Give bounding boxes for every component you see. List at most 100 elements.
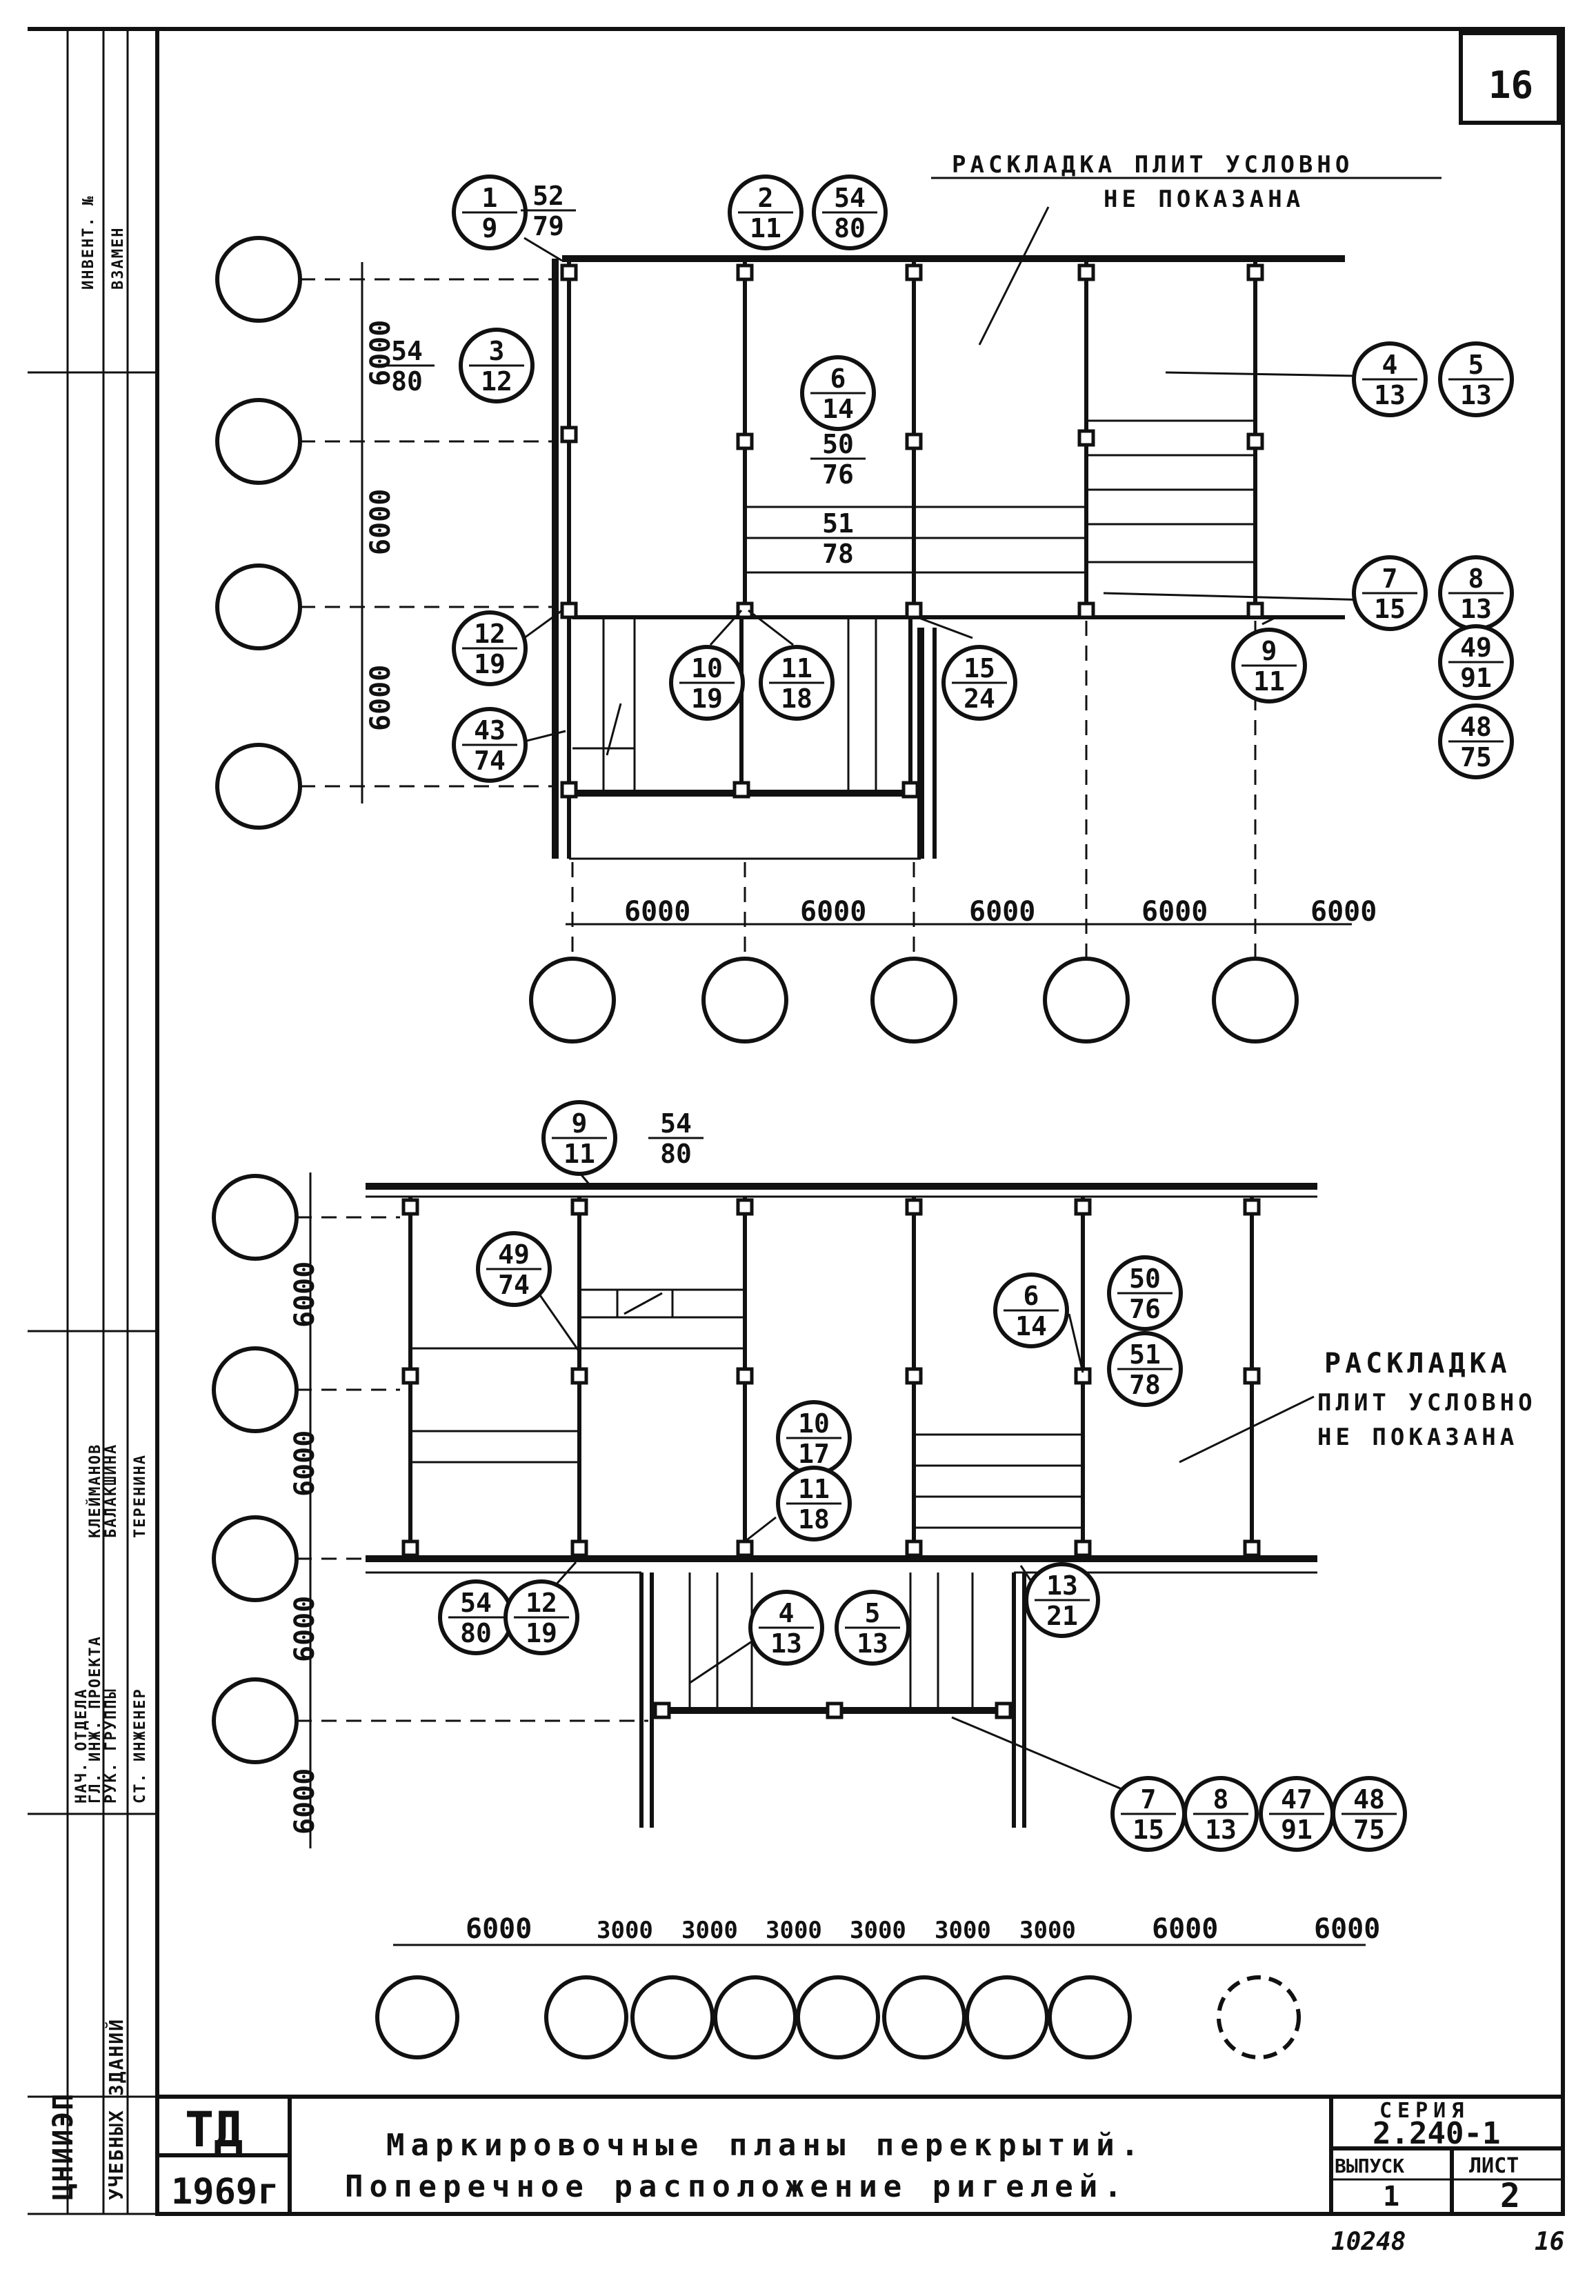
- signature-role-3: РУК. ГРУППЫ: [103, 1688, 120, 1804]
- plan2-note-line3: НЕ ПОКАЗАНА: [1317, 1424, 1518, 1451]
- mark-bottom: 74: [498, 1270, 530, 1300]
- mark-top: 5: [865, 1598, 881, 1628]
- sheet-label: ЛИСТ: [1469, 2154, 1519, 2178]
- mark-top: 8: [1213, 1784, 1229, 1815]
- mark-bottom: 15: [1374, 594, 1406, 624]
- plan1-vdim-3: 6000: [365, 665, 397, 731]
- mark-bottom: 13: [770, 1628, 802, 1659]
- mark-top: 6: [1024, 1281, 1039, 1311]
- mark-top: 54: [460, 1588, 492, 1618]
- mark-bottom: 13: [1460, 380, 1492, 410]
- plan2-hdim-3: 3000: [681, 1917, 738, 1944]
- mark-bottom: 79: [532, 211, 564, 241]
- plan1-mark: 614: [800, 355, 876, 431]
- plan2-hdim-5: 3000: [850, 1917, 906, 1944]
- stamp-td: ТД: [185, 2102, 243, 2158]
- mark-top: 47: [1281, 1784, 1313, 1815]
- mark-top: 7: [1141, 1784, 1157, 1815]
- plan1-note-line1: РАСКЛАДКА ПЛИТ УСЛОВНО: [952, 151, 1353, 179]
- plan-1: 6000 6000 6000 6000 6000 6000 6000 6000 …: [215, 151, 1442, 1044]
- plan2-mark: 413: [748, 1590, 824, 1666]
- plan1-mark: 211: [728, 174, 804, 250]
- mark-top: 8: [1468, 563, 1484, 594]
- mark-bottom: 75: [1460, 742, 1492, 772]
- plan1-mark: 312: [459, 328, 535, 403]
- mark-top: 48: [1460, 712, 1492, 742]
- plan2-mark: 813: [1183, 1776, 1259, 1852]
- mark-bottom: 13: [857, 1628, 888, 1659]
- mark-bottom: 11: [1253, 666, 1285, 697]
- mark-bottom: 75: [1353, 1815, 1385, 1845]
- plan2-hdim-9: 6000: [1314, 1913, 1380, 1945]
- mark-bottom: 74: [474, 746, 506, 776]
- mark-bottom: 14: [1015, 1311, 1047, 1341]
- plan1-hdim-5: 6000: [1310, 896, 1377, 928]
- mark-bottom: 19: [691, 683, 723, 714]
- plan1-mark: 715: [1352, 555, 1428, 631]
- mark-bottom: 24: [964, 683, 995, 714]
- mark-bottom: 78: [1129, 1370, 1161, 1400]
- mark-bottom: 80: [660, 1139, 692, 1169]
- plan2-hdim-7: 3000: [1019, 1917, 1076, 1944]
- signature-name-3: БАЛАКШИНА: [103, 1444, 120, 1538]
- side-category: УЧЕБНЫХ ЗДАНИЙ: [104, 2018, 128, 2200]
- mark-top: 52: [532, 181, 564, 211]
- sheet-frame: [28, 27, 1565, 2216]
- plan2-vdim-1: 6000: [289, 1261, 321, 1328]
- sheet-title-line2: Поперечное расположение ригелей.: [345, 2169, 1128, 2204]
- signature-role-1: НАЧ. ОТДЕЛА: [73, 1688, 90, 1804]
- mark-bottom: 80: [391, 366, 423, 397]
- mark-bottom: 11: [563, 1139, 595, 1169]
- plan2-hdim-6: 3000: [935, 1917, 991, 1944]
- plan1-vdim-1: 6000: [365, 320, 397, 386]
- mark-bottom: 17: [798, 1439, 830, 1469]
- issue-value: 1: [1383, 2181, 1399, 2213]
- mark-bottom: 15: [1133, 1815, 1164, 1845]
- mark-bottom: 76: [1129, 1294, 1161, 1324]
- mark-bottom: 12: [481, 366, 512, 397]
- signature-name-4: ТЕРЕНИНА: [132, 1454, 149, 1538]
- sheet-title-line1: Маркировочные планы перекрытий.: [386, 2128, 1145, 2163]
- plan1-mark: 413: [1352, 341, 1428, 417]
- mark-top: 51: [822, 508, 854, 539]
- mark-top: 2: [758, 183, 774, 213]
- mark-bottom: 9: [482, 213, 498, 243]
- mark-top: 11: [781, 653, 812, 683]
- plan1-vdim-2: 6000: [365, 489, 397, 555]
- mark-top: 13: [1046, 1570, 1078, 1601]
- mark-top: 49: [498, 1239, 530, 1270]
- mark-bottom: 11: [750, 213, 781, 243]
- mark-top: 49: [1460, 632, 1492, 663]
- mark-top: 4: [779, 1598, 795, 1628]
- series-value: 2.240-1: [1373, 2116, 1500, 2151]
- plan2-hdim-1: 6000: [466, 1913, 532, 1945]
- plan2-vdim-3: 6000: [289, 1596, 321, 1662]
- mark-bottom: 91: [1281, 1815, 1313, 1845]
- mark-top: 48: [1353, 1784, 1385, 1815]
- corner-sheet-number: 16: [1488, 63, 1533, 107]
- mark-bottom: 13: [1205, 1815, 1237, 1845]
- mark-top: 11: [798, 1474, 830, 1504]
- mark-bottom: 76: [822, 459, 854, 490]
- signature-role-2: ГЛ. ИНЖ. ПРОЕКТА: [87, 1635, 104, 1804]
- mark-top: 9: [572, 1108, 588, 1139]
- plan1-mark: 911: [1231, 628, 1307, 703]
- mark-bottom: 18: [781, 683, 812, 714]
- plan2-mark: 513: [835, 1590, 910, 1666]
- title-block: [157, 2095, 1563, 2214]
- mark-top: 50: [822, 429, 854, 459]
